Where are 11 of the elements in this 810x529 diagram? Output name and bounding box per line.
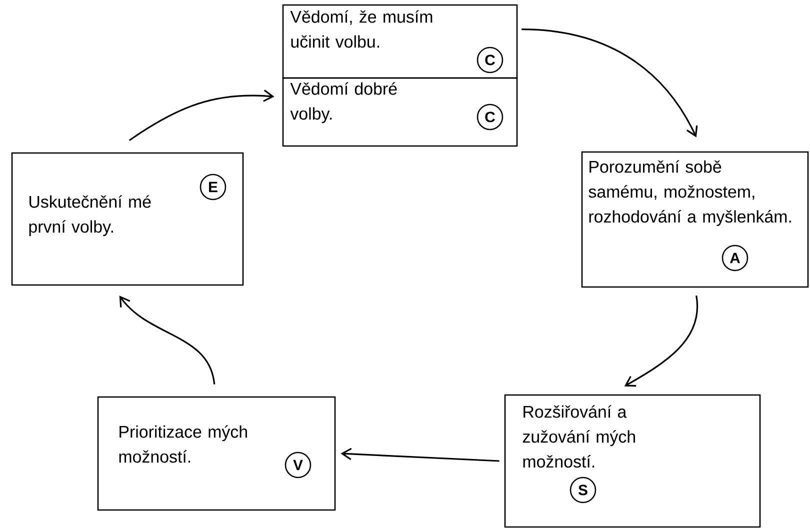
circled-letter: A [722,244,748,272]
circled-letter: E [200,174,226,200]
arrow [119,296,216,384]
arrow [340,448,500,462]
circled-letter: C [476,46,504,74]
circled-letter: S [570,476,596,504]
arrow [624,296,698,387]
circled-letter: C [476,104,504,130]
arrow [128,90,274,141]
arrow [522,28,698,138]
circled-letter: V [284,452,312,478]
